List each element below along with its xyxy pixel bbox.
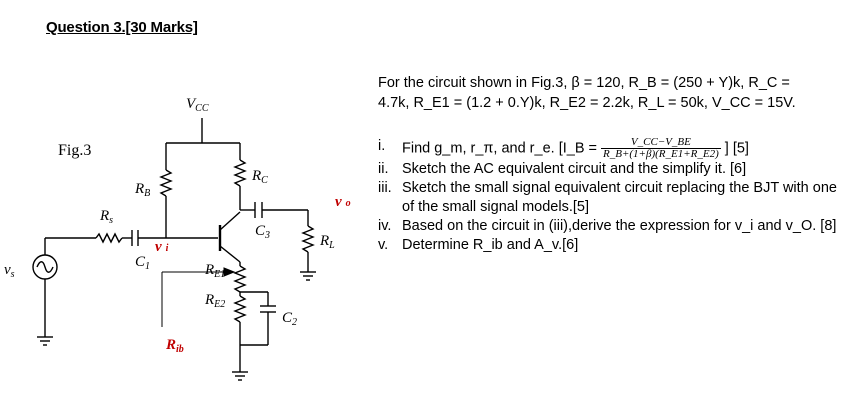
question-item-4: iv. Based on the circuit in (iii),derive… [378,218,837,234]
rib-arrow [161,267,236,327]
question-list: i. Find g_m, r_π, and r_e. [I_B = V_CC−V… [378,137,840,255]
ib-formula-lhs: [I_B = [558,140,597,157]
question-heading: Question 3.[30 Marks] [46,19,198,36]
question-1-text: Find g_m, r_π, and r_e. [402,140,555,157]
rb-resistor [159,169,173,197]
rl-resistor [301,225,315,253]
re2-label: RE2 [204,292,225,310]
vs-label: vs [4,262,15,280]
circuit-wires [32,118,316,381]
question-item-2: ii. Sketch the AC equivalent circuit and… [378,161,747,177]
c1-label: C1 [135,254,150,272]
rs-label: Rs [99,208,113,226]
question-item-3: iii. Sketch the small signal equivalent … [378,180,837,215]
vcc-label: VCC [186,96,209,114]
question-item-5: v. Determine R_ib and A_v.[6] [378,237,579,253]
c2-label: C2 [282,310,297,328]
re1-label: RE1 [204,262,225,280]
rb-label: RB [134,181,150,199]
figure-label: Fig.3 [58,142,91,159]
question-item-1: i. Find g_m, r_π, and r_e. [I_B = V_CC−V… [378,136,749,160]
re1-resistor [233,265,247,293]
problem-intro: For the circuit shown in Fig.3, β = 120,… [378,73,838,113]
rc-label: RC [251,168,268,186]
c3-label: C3 [255,223,270,241]
rs-resistor [95,232,123,244]
rib-label: Rib [165,337,184,355]
intro-line-1: For the circuit shown in Fig.3, β = 120,… [378,75,790,91]
rl-label: RL [319,233,335,251]
re2-resistor [233,295,247,323]
ib-formula-fraction: V_CC−V_BE R_B+(1+β)(R_E1+R_E2) [601,136,721,160]
intro-line-2: 4.7k, R_E1 = (1.2 + 0.Y)k, R_E2 = 2.2k, … [378,95,796,111]
rc-resistor [233,159,247,187]
question-1-marks: ] [5] [724,140,749,157]
